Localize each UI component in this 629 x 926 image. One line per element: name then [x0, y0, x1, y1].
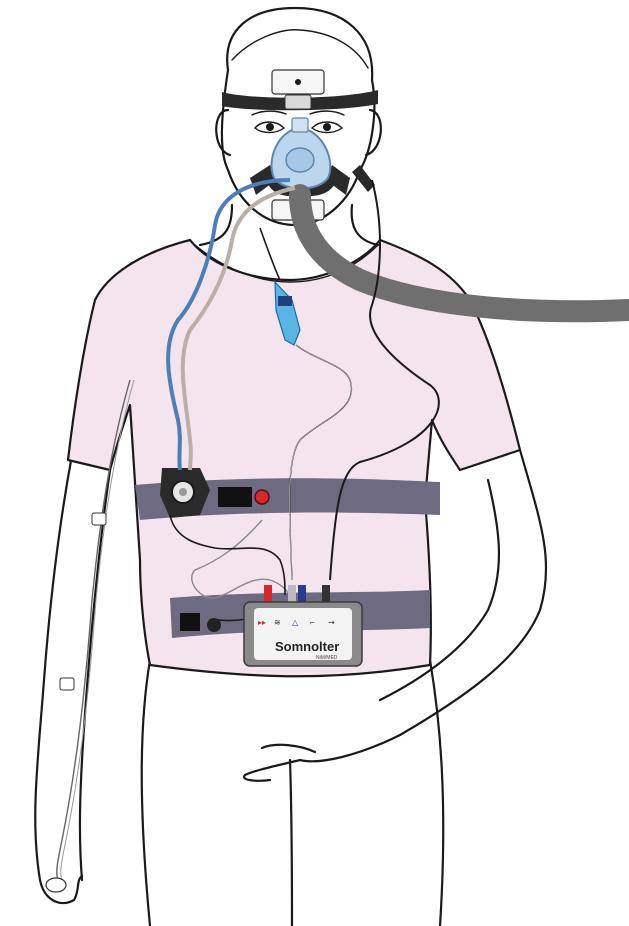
recorder-device-icon: ▸▸ ≋ △ ⌐ ⇝ Somnolter NiM/MED — [244, 602, 362, 666]
svg-text:▸▸: ▸▸ — [258, 618, 266, 627]
device-sub-label: NiM/MED — [316, 655, 338, 661]
svg-text:⌐: ⌐ — [310, 618, 315, 627]
device-brand-label: Somnolter — [275, 639, 339, 654]
svg-text:≋: ≋ — [274, 618, 281, 627]
svg-text:△: △ — [292, 618, 299, 627]
svg-text:⇝: ⇝ — [328, 618, 335, 627]
